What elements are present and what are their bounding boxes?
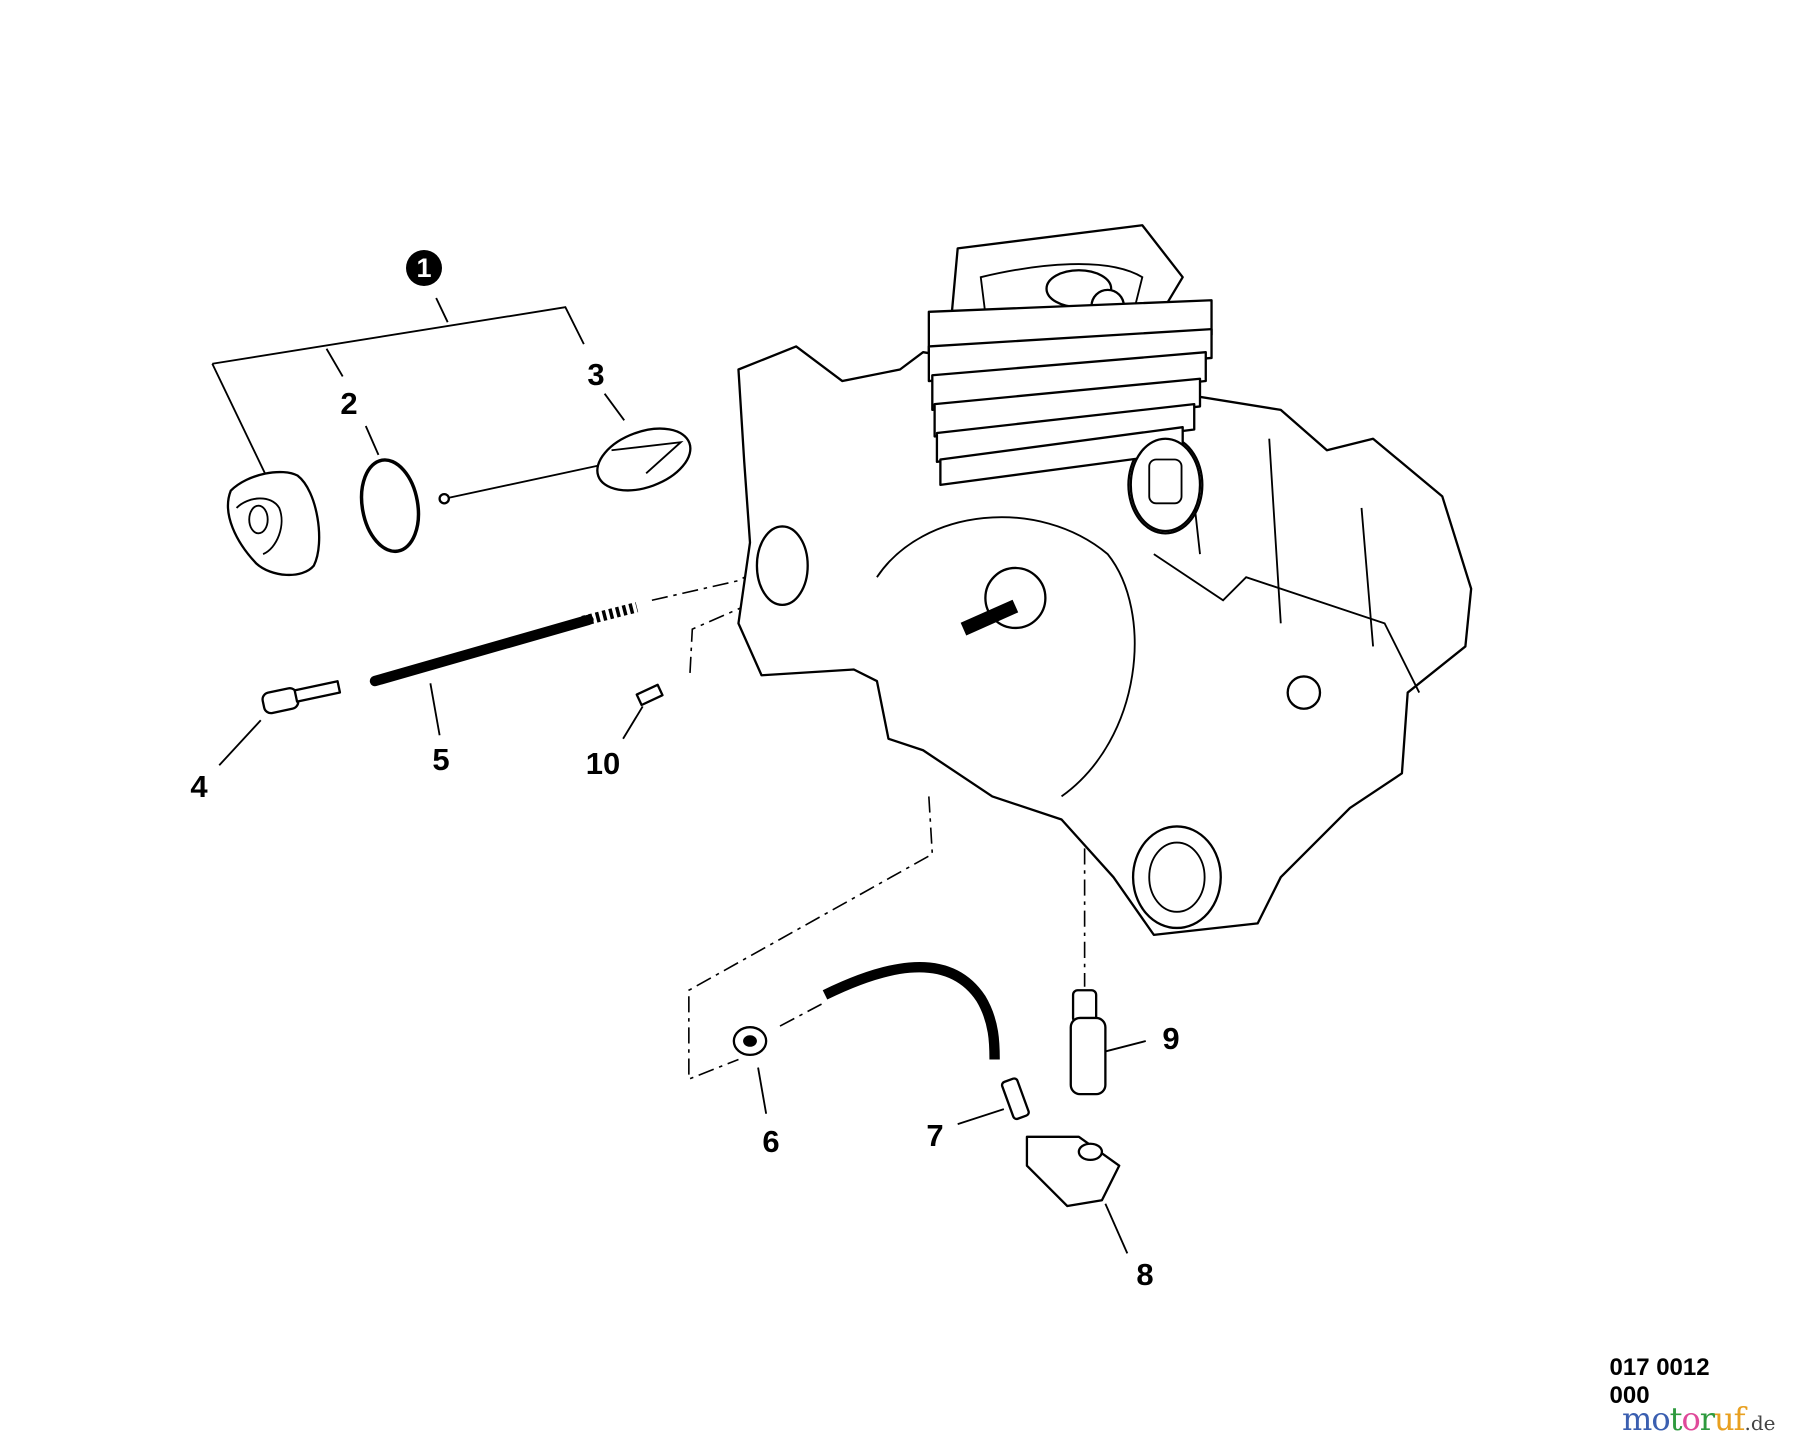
callout-4: 4 [190, 769, 208, 804]
callout-1: 1 [406, 250, 442, 286]
fitting-part [1000, 1077, 1030, 1121]
oil-cap-part [226, 470, 321, 577]
drawing-code: 017 0012 000 [1609, 1354, 1710, 1409]
callout-10: 10 [585, 746, 621, 781]
o-ring-part [359, 458, 421, 554]
watermark-logo: motoruf.de [1622, 1400, 1776, 1438]
oil-hose-part [369, 602, 639, 687]
strainer-part [438, 427, 692, 505]
screw-part [635, 683, 664, 707]
cylinder [927, 224, 1213, 533]
oil-line-part [822, 962, 1000, 1060]
valve-body-part [1025, 1135, 1121, 1208]
oil-pump-pin-part [261, 680, 342, 715]
watermark-suffix: .de [1744, 1411, 1776, 1435]
callout-6: 6 [762, 1124, 780, 1159]
callout-5: 5 [432, 742, 450, 777]
callout-2: 2 [340, 386, 358, 421]
adjusting-screw-part [1069, 989, 1107, 1096]
callout-9: 9 [1162, 1021, 1180, 1056]
callout-8: 8 [1136, 1257, 1154, 1292]
group-1-leaders [211, 297, 1146, 1254]
watermark-text: motoruf [1622, 1400, 1745, 1438]
callout-3: 3 [587, 357, 605, 392]
grommet-part [732, 1026, 768, 1057]
cylinder-fins [927, 299, 1213, 487]
callout-7: 7 [926, 1118, 944, 1153]
